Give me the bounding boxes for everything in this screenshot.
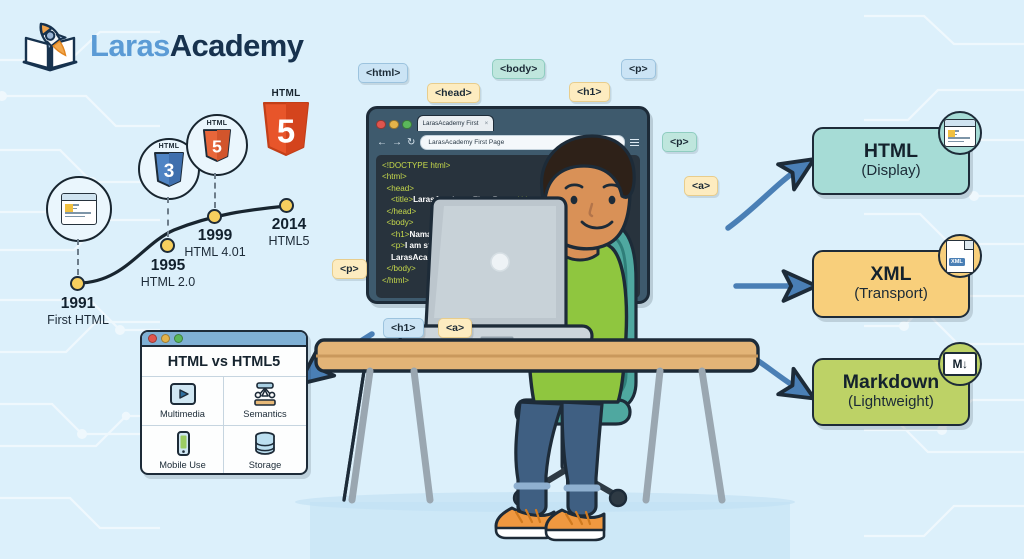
markdown-m-down-icon: M↓ <box>938 342 982 386</box>
timeline-version: HTML 2.0 <box>140 275 196 290</box>
timeline-icon-1999: HTML 5 <box>186 114 248 176</box>
tag-chip-p-5: <p> <box>662 132 697 152</box>
html-evolution-timeline: 1991 First HTML HTML 3 1995 HTML 2.0 HTM… <box>34 88 334 328</box>
output-card-markdown[interactable]: Markdown (Lightweight) M↓ <box>812 342 982 426</box>
timeline-dot-1995 <box>160 238 175 253</box>
timeline-year: 1995 <box>150 257 186 274</box>
timeline-dot-1991 <box>70 276 85 291</box>
tag-chip-a-6: <a> <box>684 176 719 196</box>
browser-tab-title: LarasAcademy First <box>422 120 479 127</box>
tag-chip-a-9: <a> <box>438 318 473 338</box>
tag-chip-p-7: <p> <box>332 259 367 279</box>
database-icon <box>255 431 275 455</box>
timeline-label-1991: 1991 First HTML <box>26 295 130 329</box>
tag-chip-h1-3: <h1> <box>569 82 610 102</box>
html-vs-html5-card[interactable]: HTML vs HTML5 Multimedia Semanti <box>140 330 308 475</box>
brand-logo[interactable]: LarasAcademy <box>22 18 304 74</box>
feature-multimedia[interactable]: Multimedia <box>142 377 224 426</box>
output-card-subtitle: (Display) <box>861 162 921 180</box>
timeline-version: First HTML <box>47 313 109 328</box>
compare-card-titlebar <box>142 332 306 347</box>
back-icon[interactable]: ← <box>377 136 387 148</box>
brand-name-part1: Laras <box>90 28 170 63</box>
tag-chip-h1-8: <h1> <box>383 318 424 338</box>
feature-label: Semantics <box>243 409 287 420</box>
timeline-label-2014: 2014 HTML5 <box>237 216 341 250</box>
mobile-phone-icon <box>176 430 190 456</box>
feature-label: Multimedia <box>160 409 205 420</box>
timeline-label-1999: 1999 HTML 4.01 <box>163 227 267 261</box>
timeline-connector-1999 <box>214 173 216 208</box>
semantic-nodes-icon <box>254 382 276 407</box>
html3-shield-icon: HTML 3 <box>153 143 185 188</box>
desk-icon <box>314 338 760 504</box>
browser-tab[interactable]: LarasAcademy First × <box>416 115 495 131</box>
play-video-icon <box>169 383 196 406</box>
maximize-window-dot[interactable] <box>402 119 412 129</box>
html5-shield-small-icon: HTML 5 <box>202 120 232 163</box>
svg-text:5: 5 <box>277 112 295 149</box>
output-card-title: XML <box>870 262 912 285</box>
feature-semantics[interactable]: Semantics <box>224 377 306 426</box>
output-card-title: HTML <box>863 139 919 162</box>
output-card-html[interactable]: HTML (Display) <box>812 111 982 195</box>
feature-storage[interactable]: Storage <box>224 426 306 474</box>
tag-chip-html-0: <html> <box>358 63 409 83</box>
timeline-icon-2014: HTML 5 <box>260 88 312 158</box>
output-card-xml[interactable]: XML (Transport) XML <box>812 234 982 318</box>
timeline-version: HTML5 <box>268 234 310 249</box>
feature-label: Mobile Use <box>159 459 206 470</box>
tag-chip-p-4: <p> <box>621 59 656 79</box>
close-window-dot[interactable] <box>376 119 386 129</box>
output-card-subtitle: (Lightweight) <box>848 393 934 411</box>
timeline-year: 2014 <box>271 216 307 233</box>
hamburger-menu-icon[interactable] <box>630 138 639 147</box>
close-tab-icon[interactable]: × <box>484 120 489 127</box>
feature-label: Storage <box>248 459 282 470</box>
close-window-dot[interactable] <box>148 334 157 343</box>
timeline-connector-1995 <box>167 197 169 237</box>
window-controls[interactable] <box>376 119 412 132</box>
minimize-window-dot[interactable] <box>161 334 170 343</box>
document-window-icon <box>61 193 97 225</box>
maximize-window-dot[interactable] <box>174 334 183 343</box>
timeline-connector-1991 <box>77 239 79 275</box>
output-card-subtitle: (Transport) <box>854 285 928 303</box>
brand-name-part2: Academy <box>169 28 304 63</box>
browser-window-icon <box>938 111 982 155</box>
output-card-title: Markdown <box>842 370 940 393</box>
reload-icon[interactable]: ↻ <box>407 136 416 148</box>
tag-chip-head-1: <head> <box>427 83 480 103</box>
tag-chip-body-2: <body> <box>492 59 546 79</box>
svg-text:3: 3 <box>164 161 175 182</box>
browser-titlebar: LarasAcademy First × <box>374 114 642 131</box>
timeline-dot-1999 <box>207 209 222 224</box>
timeline-dot-2014 <box>279 198 294 213</box>
timeline-curve <box>76 204 288 285</box>
compare-card-title: HTML vs HTML5 <box>167 354 281 370</box>
forward-icon[interactable]: → <box>392 136 402 148</box>
compare-feature-grid: Multimedia Semantics <box>142 376 306 474</box>
minimize-window-dot[interactable] <box>389 119 399 129</box>
timeline-icon-1991 <box>46 176 112 242</box>
workspace-scene <box>295 134 795 559</box>
timeline-label-1995: 1995 HTML 2.0 <box>116 257 220 291</box>
xml-file-icon: XML <box>938 234 982 278</box>
address-bar-value: LarasAcademy First Page <box>428 139 505 146</box>
feature-mobile-use[interactable]: Mobile Use <box>142 425 224 473</box>
html5-logo-icon: HTML 5 <box>260 88 312 158</box>
timeline-version: HTML 4.01 <box>184 245 246 260</box>
brand-wordmark: LarasAcademy <box>90 28 304 64</box>
timeline-year: 1991 <box>60 295 96 312</box>
laptop-icon <box>398 196 594 348</box>
svg-text:5: 5 <box>212 136 222 156</box>
rocket-book-icon <box>22 18 80 74</box>
timeline-year: 1999 <box>197 227 233 244</box>
